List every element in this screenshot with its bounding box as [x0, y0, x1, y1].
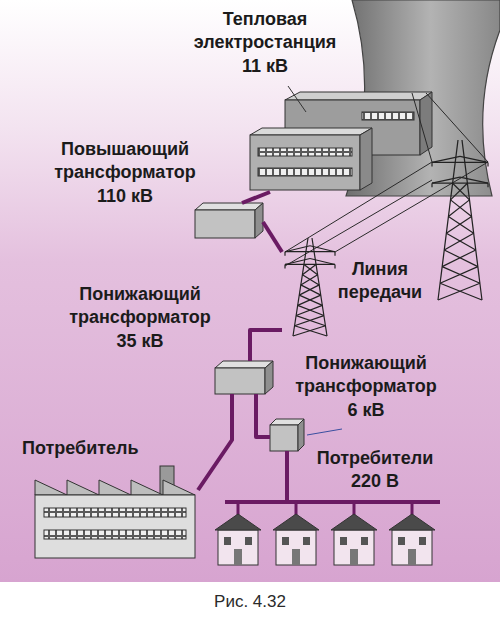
houses [215, 502, 440, 565]
figure-caption: Рис. 4.32 [0, 592, 500, 612]
step-up-transformer: Повышающий трансформатор 110 кВ [195, 203, 263, 238]
leader-line [307, 429, 342, 435]
power-line [242, 192, 270, 203]
power-line [256, 394, 270, 437]
node-label: Потребитель [22, 437, 192, 460]
house-consumers: Потребители 220 В [212, 500, 452, 568]
node-label: Потребители 220 В [305, 447, 445, 494]
node-label-block: Потребители 220 В [305, 447, 445, 494]
power-station-building [250, 92, 432, 190]
node-label: Понижающий трансформатор 35 кВ [61, 283, 219, 353]
node-label-block: Потребитель [22, 437, 192, 460]
figure-caption-block: Рис. 4.32 [0, 592, 500, 612]
node-label-block: Тепловая электростанция 11 кВ [186, 8, 344, 78]
node-label: Тепловая электростанция 11 кВ [186, 8, 344, 78]
node-label: Линия передачи [330, 258, 430, 305]
factory-consumer: Потребитель [30, 464, 198, 562]
power-line [198, 394, 232, 490]
transformer-symbol [195, 203, 304, 451]
power-line [250, 330, 282, 361]
transmission-wire [285, 93, 488, 266]
step-down-transformer: Понижающий трансформатор 35 кВ [215, 361, 273, 394]
node-label-block: Повышающий трансформатор 110 кВ [46, 138, 204, 208]
factory [35, 466, 195, 558]
node-label: Повышающий трансформатор 110 кВ [46, 138, 204, 208]
node-label: Понижающий трансформатор 6 кВ [290, 352, 442, 422]
step-down-transformer: Понижающий трансформатор 6 кВ [270, 419, 304, 451]
leader-line [288, 86, 306, 112]
node-label-block: Понижающий трансформатор 35 кВ [61, 283, 219, 353]
power-line [263, 222, 282, 252]
node-label-block: Понижающий трансформатор 6 кВ [290, 352, 442, 422]
transmission-line: Линия передачи [282, 135, 494, 340]
node-label-block: Линия передачи [330, 258, 430, 305]
transmission-towers [285, 140, 488, 336]
power-station: Тепловая электростанция 11 кВ [250, 92, 435, 192]
power-line [285, 451, 289, 500]
background [0, 0, 500, 582]
